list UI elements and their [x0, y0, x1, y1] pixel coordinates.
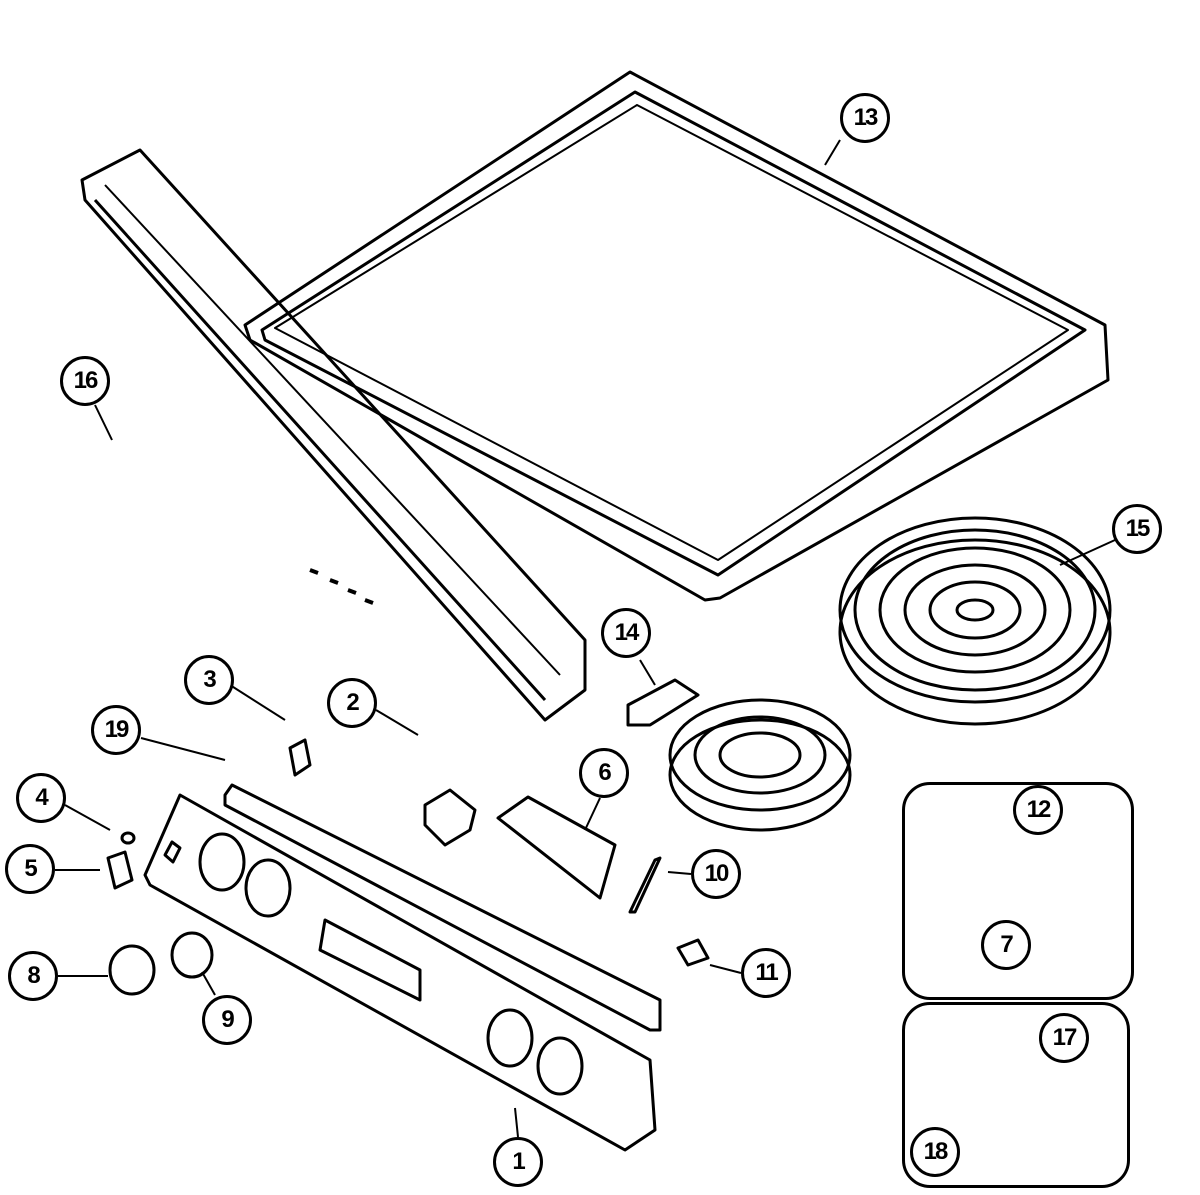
knob-skirt-part-9: [170, 931, 214, 979]
control-panel-part-1: [143, 793, 657, 1152]
callout-1: 1: [493, 1137, 543, 1187]
callout-12: 12: [1013, 785, 1063, 835]
callout-10: 10: [691, 849, 741, 899]
callout-16: 16: [60, 356, 110, 406]
clip-part-11: [676, 938, 710, 967]
large-surface-element-part-15: [838, 516, 1112, 726]
timer-part-6: [496, 795, 617, 900]
callout-18: 18: [910, 1127, 960, 1177]
callout-3: 3: [184, 655, 234, 705]
clock-part-2: [423, 788, 477, 847]
callout-15: 15: [1112, 504, 1162, 554]
callout-6: 6: [579, 748, 629, 798]
trim-strip-part-19: [223, 783, 662, 1032]
rocker-part-5: [106, 850, 134, 890]
cooktop-frame-part-13: [243, 70, 1110, 602]
inset-box-lower: [902, 1002, 1130, 1188]
knob-part-8: [108, 944, 156, 996]
callout-17: 17: [1039, 1013, 1089, 1063]
small-surface-element-part-14: [626, 678, 852, 832]
light-part-4: [120, 831, 136, 845]
switch-part-3: [288, 738, 312, 777]
callout-9: 9: [202, 995, 252, 1045]
callout-13: 13: [840, 93, 890, 143]
rod-part-10: [628, 856, 662, 914]
callout-14: 14: [601, 608, 651, 658]
callout-2: 2: [327, 678, 377, 728]
callout-5: 5: [5, 844, 55, 894]
callout-7: 7: [981, 920, 1031, 970]
callout-11: 11: [741, 948, 791, 998]
callout-19: 19: [91, 705, 141, 755]
front-bracket-part-16: [80, 148, 587, 722]
callout-8: 8: [8, 951, 58, 1001]
inset-box-upper: [902, 782, 1134, 1000]
callout-4: 4: [16, 773, 66, 823]
